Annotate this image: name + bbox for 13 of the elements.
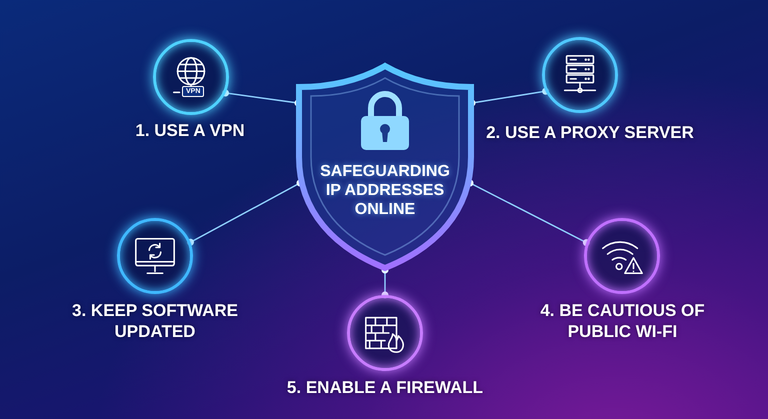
step-label: 2. USE A PROXY SERVER: [485, 122, 695, 143]
connector-line: [382, 266, 388, 298]
step-label: 3. KEEP SOFTWARE UPDATED: [71, 300, 239, 342]
icon-circle: [347, 295, 423, 371]
icon-circle: [117, 218, 193, 294]
icon-circle: [153, 39, 229, 115]
shield-title: SAFEGUARDING IP ADDRESSES ONLINE: [320, 162, 450, 219]
step-label: 1. USE A VPN: [134, 120, 246, 141]
step-label: 4. BE CAUTIOUS OF PUBLIC WI-FI: [539, 300, 706, 342]
icon-circle: [584, 218, 660, 294]
icon-circle: [542, 37, 618, 113]
shield: [295, 62, 475, 272]
step-label: 5. ENABLE A FIREWALL: [286, 377, 484, 398]
